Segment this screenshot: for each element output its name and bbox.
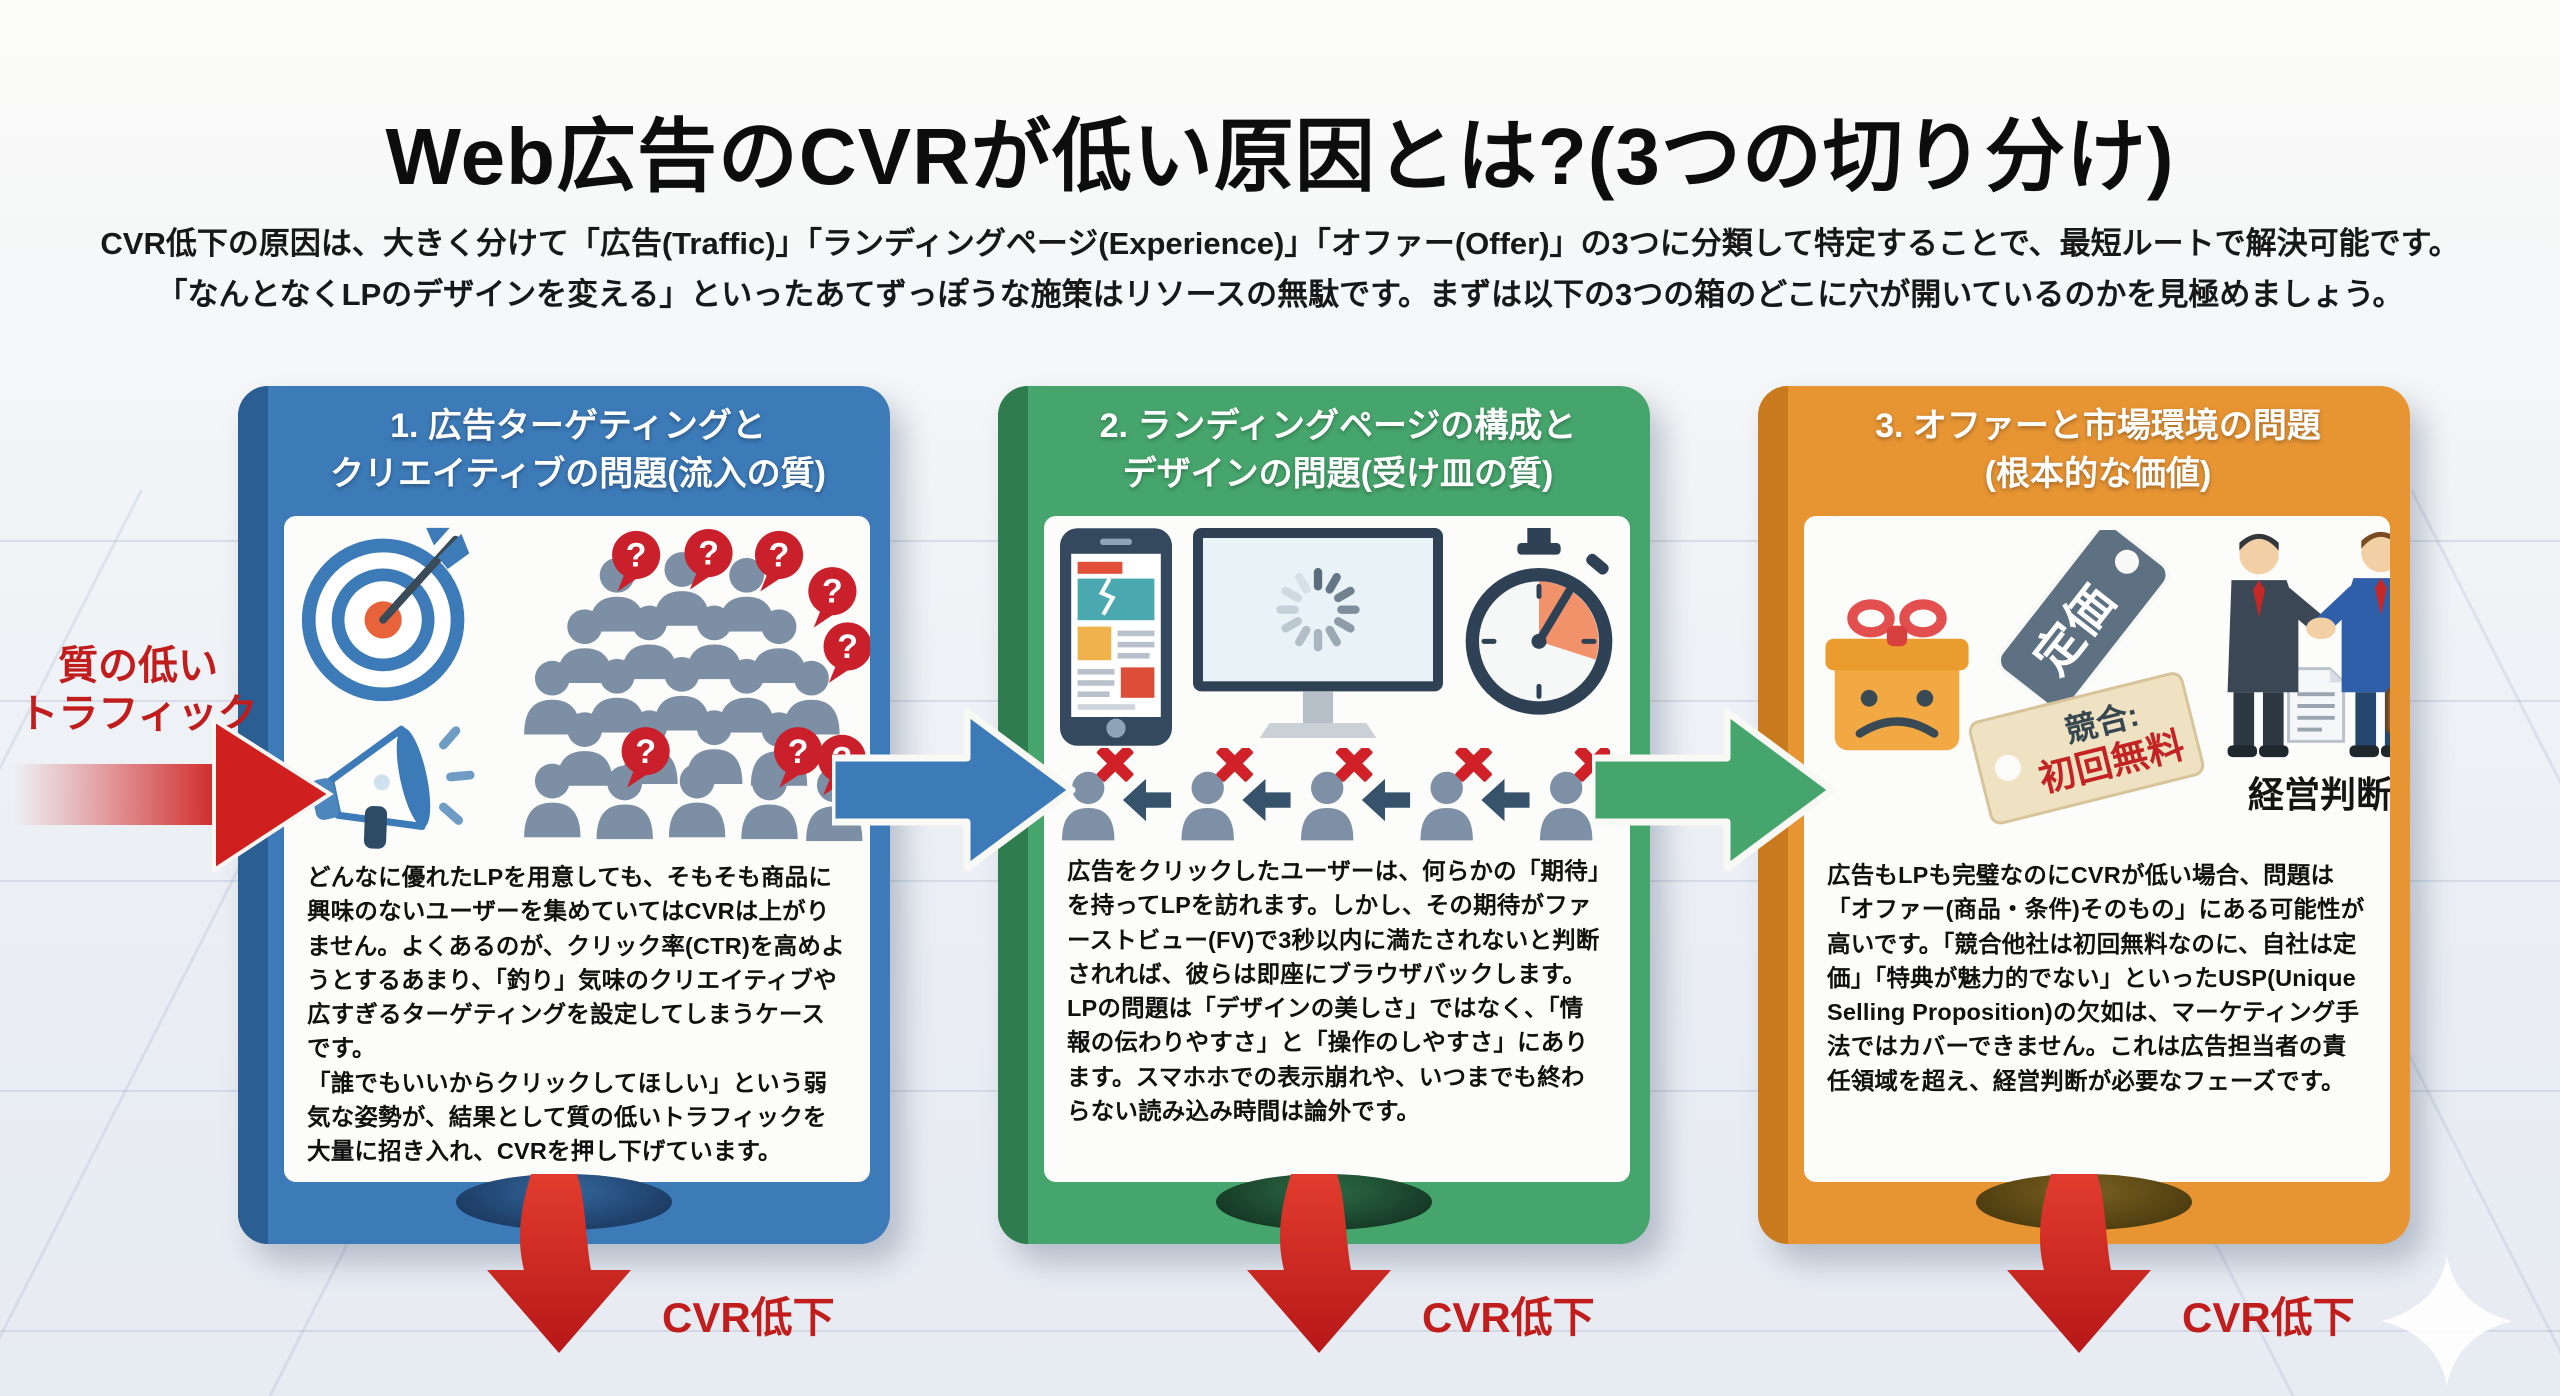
stopwatch-icon [1465,528,1613,715]
card1-panel: どんなに優れたLPを用意しても、そもそも商品に興味のないユーザーを集めていてはC… [284,516,870,1182]
card3-panel: 定価 競合: 初回無料 [1804,516,2390,1182]
cvr-drop-arrow-2-icon [1247,1174,1391,1353]
card1-title: 1. 広告ターゲティングと クリエイティブの問題(流入の質) [330,407,826,494]
price-tags-icon: 定価 競合: 初回無料 [1968,523,2205,825]
management-decision-label: 経営判断 [2247,774,2390,815]
flow-arrow-card2-to-card3-icon [1592,708,1836,872]
card1-illustration [284,516,870,854]
subtitle-line-2: 「なんとなくLPのデザインを変える」といったあてずっぽうな施策はリソースの無駄で… [156,277,2404,313]
dartboard-icon [301,527,470,702]
card2-panel: 広告をクリックしたユーザーは、何らかの「期待」を持ってLPを訪れます。しかし、そ… [1044,516,1630,1182]
input-traffic-arrow-icon [12,716,334,874]
bouncing-users-icon [1061,745,1612,841]
cvr-drop-arrow-3-icon [2007,1174,2151,1353]
card2-title: 2. ランディングページの構成と デザインの問題(受け皿の質) [1099,407,1577,494]
competitor-tag-icon: 競合: 初回無料 [1968,672,2205,825]
document-icon [2287,667,2346,743]
sparkle-icon [2382,1256,2512,1386]
card3-title: 3. オファーと市場環境の問題 (根本的な価値) [1875,407,2321,494]
card1-body: どんなに優れたLPを用意しても、そもそも商品に興味のないユーザーを集めていてはC… [307,864,845,1165]
handshake-hands [2306,617,2336,640]
flow-arrow-card1-to-card2-icon [832,708,1076,872]
broken-smartphone-icon [1060,528,1172,746]
sad-gift-box-icon [1825,599,1969,751]
page-subtitle: CVR低下の原因は、大きく分けて「広告(Traffic)」「ランディングページ(… [0,218,2560,320]
briefcase-icon [2385,687,2390,735]
businessman-right [2310,531,2390,758]
cvr-drop-label-1: CVR低下 [662,1294,835,1341]
card3-illustration: 定価 競合: 初回無料 [1804,516,2390,852]
card2-illustration [1044,516,1630,848]
card-offer-market: 3. オファーと市場環境の問題 (根本的な価値) [1758,386,2410,1244]
page-title: Web広告のCVRが低い原因とは?(3つの切り分け) [385,111,2175,201]
low-quality-traffic-label: 質の低い トラフィック [18,644,258,736]
monitor-loading-icon [1193,528,1443,738]
loading-spinner-icon [1276,568,1360,652]
back-arrow-icons [1122,778,1530,822]
handshake-businessmen-icon [2227,531,2390,758]
cvr-drop-arrow-1-icon [487,1174,631,1353]
x-mark-icons [1096,745,1612,782]
card-landing-page: 2. ランディングページの構成と デザインの問題(受け皿の質) [998,386,1650,1244]
megaphone-icon [310,725,475,849]
businessman-left [2227,533,2332,758]
crowd-of-users-icon [524,528,870,842]
subtitle-line-1: CVR低下の原因は、大きく分けて「広告(Traffic)」「ランディングページ(… [100,226,2460,261]
cvr-drop-label-3: CVR低下 [2182,1294,2355,1341]
card3-body: 広告もLPも完璧なのにCVRが低い場合、問題は「オファー(商品・条件)そのもの」… [1827,862,2365,1094]
card2-body: 広告をクリックしたユーザーは、何らかの「期待」を持ってLPを訪れます。しかし、そ… [1067,858,1600,1125]
cvr-drop-label-2: CVR低下 [1422,1294,1595,1341]
